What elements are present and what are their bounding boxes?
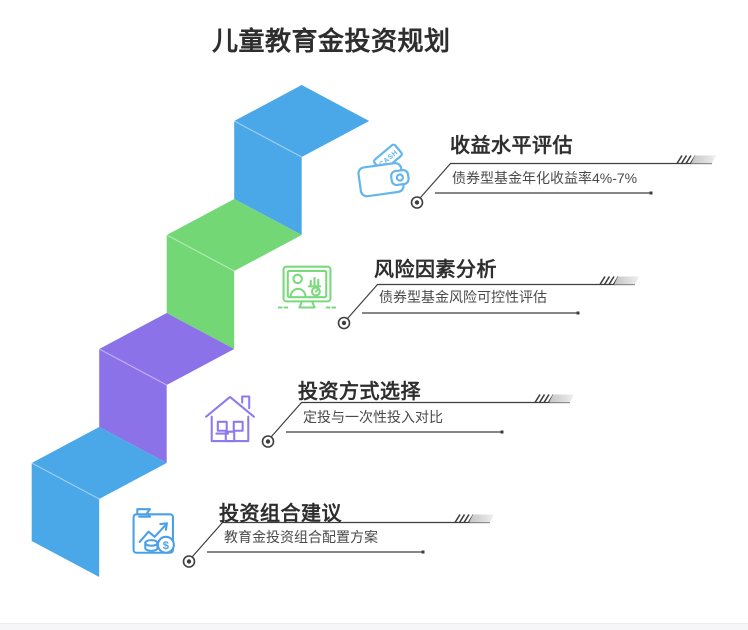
step-4-front-face [31, 463, 100, 577]
connector-3-hatch-icon [534, 394, 555, 403]
monitor-screen [286, 269, 328, 299]
connector-1-diagonal-line [420, 163, 451, 198]
section-4-subtitle: 教育金投资组合配置方案 [224, 529, 378, 545]
section-3-title: 投资方式选择 [298, 381, 421, 403]
connector-1 [410, 155, 716, 209]
house-window-left [216, 420, 228, 432]
connector-3 [261, 394, 574, 448]
dollar-coin [156, 535, 175, 554]
connector-4-diagonal-line [192, 522, 223, 557]
house-window-right [232, 420, 244, 432]
step-2-edge-highlight [166, 234, 235, 272]
step-2-front-face [166, 235, 235, 349]
section-4-title: 投资组合建议 [219, 503, 342, 525]
connector-3-fade-band [549, 394, 574, 403]
pie-chart-glyph [310, 286, 321, 297]
connector-2-diagonal-line [347, 284, 378, 319]
section-1-title: 收益水平评估 [450, 135, 573, 157]
connector-1-hatch-icon [676, 155, 697, 164]
monitor-analysis-icon [277, 261, 337, 328]
step-1-top-face [234, 85, 370, 157]
connector-2-end-dot [576, 311, 580, 315]
trend-arrowhead [159, 522, 168, 531]
house-chimney [241, 395, 251, 410]
section-1-subtitle: 债券型基金年化收益率4%-7% [452, 170, 638, 186]
section-2-subtitle: 债券型基金风险可控性评估 [379, 289, 547, 305]
connector-2-hatch-icon [599, 276, 620, 285]
section-2-title: 风险因素分析 [374, 259, 497, 281]
wallet-clasp [390, 168, 410, 187]
connector-2 [337, 276, 639, 330]
wallet-cash-icon: CASH [350, 142, 414, 211]
step-4-edge-highlight [31, 462, 100, 500]
house-door [224, 430, 236, 443]
dollar-symbol: $ [163, 540, 170, 552]
person-shoulders [289, 287, 307, 299]
connector-2-fade-band [614, 276, 639, 285]
house-icon [200, 389, 260, 454]
step-3-edge-highlight [98, 348, 167, 386]
connector-4-hatch-icon [454, 514, 475, 523]
connector-4 [182, 514, 494, 568]
growth-chart-money-icon: $ [127, 504, 187, 569]
step-1-front-face [234, 121, 302, 235]
house-roof [205, 395, 255, 418]
connector-3-diagonal-line [271, 402, 302, 437]
connector-4-end-dot [421, 550, 425, 554]
footer-bar [0, 623, 748, 630]
staircase [31, 85, 370, 577]
person-head [292, 273, 303, 285]
trend-line [138, 522, 168, 543]
connector-1-end-dot [649, 191, 653, 195]
connector-1-fade-band [691, 155, 716, 164]
page-title: 儿童教育金投资规划 [212, 26, 451, 56]
connector-4-fade-band [469, 514, 494, 523]
connector-3-end-dot [500, 430, 504, 434]
section-3-subtitle: 定投与一次性投入对比 [303, 409, 443, 425]
step-3-front-face [99, 349, 167, 463]
step-1-edge-highlight [233, 120, 302, 158]
bar-chart-glyph [307, 276, 322, 288]
monitor-stand [298, 300, 316, 309]
chart-flag [136, 508, 151, 518]
